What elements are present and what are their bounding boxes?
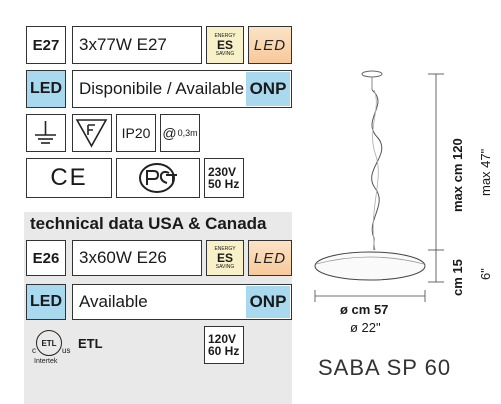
- ip-rating: IP20: [116, 114, 156, 152]
- voltage-value-usa: 120V: [208, 332, 237, 346]
- led-badge-usa: LED: [248, 240, 292, 276]
- cable-length-icon: @ 0,3m: [160, 114, 200, 152]
- bulb-spec-usa: 3x60W E26: [72, 240, 202, 276]
- etl-us: us: [62, 346, 71, 355]
- led-badge: LED: [248, 26, 292, 64]
- energy-mark-usa: ES: [216, 251, 233, 265]
- diameter-in: ø 22": [350, 320, 381, 335]
- ce-mark: CE: [26, 158, 112, 198]
- product-name: SABA SP 60: [318, 355, 452, 380]
- led-label: LED: [26, 70, 66, 108]
- onp-badge-usa: ONP: [246, 286, 290, 318]
- etl-circle-text: ETL: [41, 338, 57, 348]
- socket-e26: E26: [26, 240, 66, 276]
- energy-bottom-usa: SAVING: [215, 264, 235, 270]
- height-in: max 47": [478, 148, 493, 196]
- led-label-usa: LED: [26, 284, 66, 320]
- earth-icon: [26, 114, 66, 152]
- etl-c: c: [32, 346, 36, 355]
- shade-height-cm: cm 15: [450, 259, 465, 296]
- energy-saving-badge-usa: ENERGY ES SAVING: [206, 240, 244, 276]
- energy-top-usa: ENERGY: [214, 246, 236, 252]
- availability-text-usa: Available: [79, 292, 148, 311]
- voltage-value: 230V: [208, 165, 237, 179]
- etl-intertek: Intertek: [34, 358, 58, 365]
- rst-mark-icon: [116, 158, 200, 198]
- diameter-cm: ø cm 57: [340, 302, 389, 317]
- etl-circle-icon: ETL: [36, 330, 62, 356]
- voltage-usa: 120V 60 Hz: [204, 326, 244, 364]
- socket-e27: E27: [26, 26, 66, 64]
- energy-top: ENERGY: [214, 33, 236, 39]
- shade-height-in: 6": [478, 268, 493, 280]
- cable-text: 0,3m: [177, 128, 198, 138]
- height-cm: max cm 120: [450, 138, 465, 212]
- frequency-value-usa: 60 Hz: [208, 344, 240, 358]
- availability-text: Disponibile / Available: [79, 79, 245, 98]
- energy-bottom: SAVING: [215, 51, 235, 57]
- frequency-value: 50 Hz: [208, 177, 240, 191]
- etl-mark: ETL c us Intertek ETL: [32, 328, 122, 368]
- lamp-drawing: [314, 70, 444, 302]
- ce-text: CE: [50, 164, 88, 191]
- voltage-eu: 230V 50 Hz: [204, 158, 244, 198]
- energy-mark: ES: [216, 38, 233, 52]
- coil-icon: @: [162, 125, 177, 141]
- bulb-spec: 3x77W E27: [72, 26, 202, 64]
- onp-badge: ONP: [246, 72, 290, 106]
- flammable-surface-icon: [72, 114, 112, 152]
- usa-title: technical data USA & Canada: [30, 214, 267, 233]
- ip-text: IP20: [121, 125, 151, 141]
- etl-text: ETL: [78, 336, 103, 351]
- energy-saving-badge: ENERGY ES SAVING: [206, 26, 244, 64]
